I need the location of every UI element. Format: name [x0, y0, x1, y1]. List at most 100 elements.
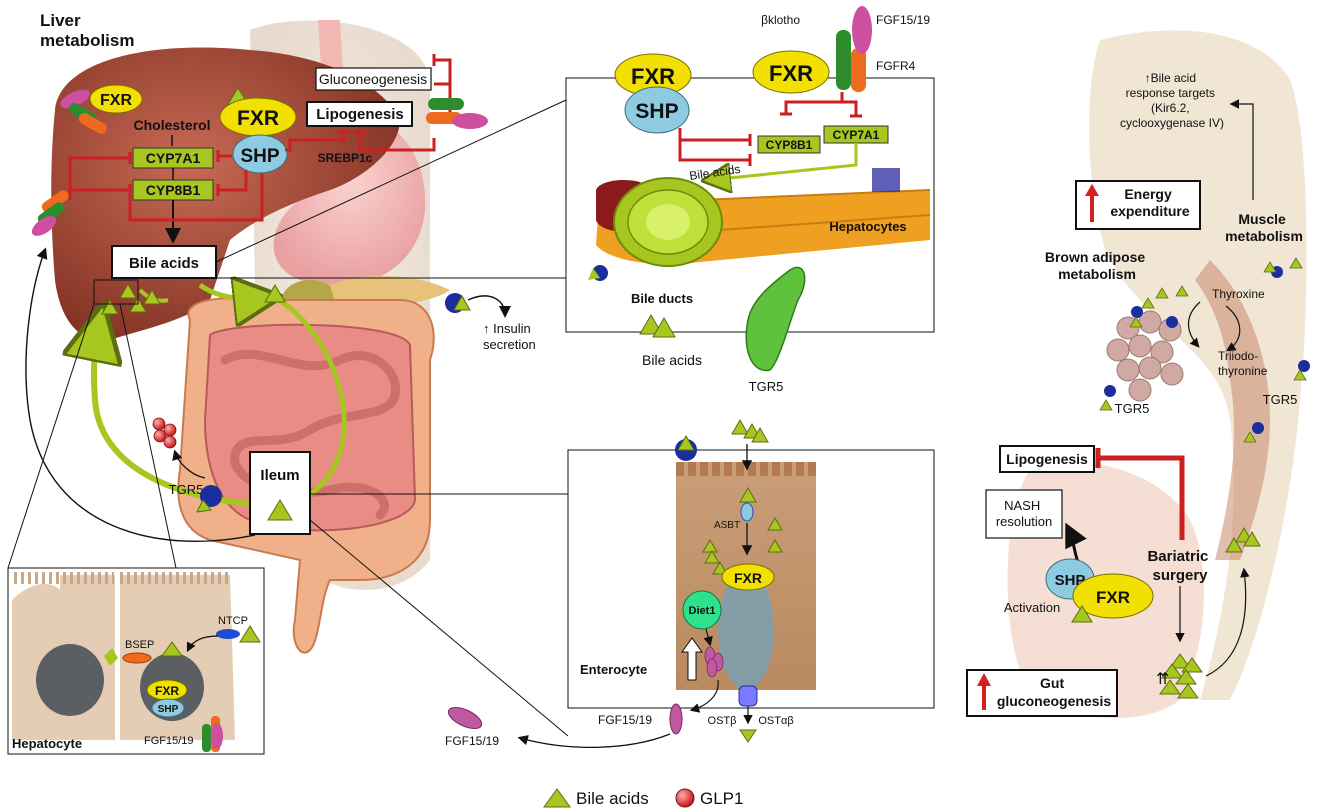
hepatocyte-label: Hepatocyte — [12, 736, 82, 751]
tgr5-label-muscle: TGR5 — [1263, 392, 1298, 407]
inset-fxr-right-label: FXR — [769, 61, 813, 86]
adipocyte-cluster — [1106, 310, 1184, 402]
ileum-label: Ileum — [260, 467, 299, 484]
energy-label: Energy expenditure — [1110, 186, 1190, 219]
ostab-label: OSTαβ — [758, 715, 793, 727]
hep-shp-oval — [151, 698, 185, 718]
right-bile-triangles — [1099, 257, 1307, 443]
zoom-lines — [7, 99, 569, 737]
energy-box — [1075, 180, 1201, 230]
inset-tgr5-receptor — [588, 265, 608, 281]
bsep-star — [104, 648, 118, 666]
lipogenesis-box — [306, 101, 413, 127]
bile-acids-box — [111, 245, 217, 279]
fgfr-receptor-liver — [426, 98, 488, 129]
fxr-label-topleft: FXR — [100, 92, 132, 109]
bsep-transporter — [122, 652, 152, 664]
ent-triangle-a — [739, 486, 757, 503]
legend-glp1-circle — [675, 788, 695, 808]
shp-oval-center — [232, 134, 288, 174]
bariatric-triangles — [1159, 526, 1261, 699]
gluconeogenesis-label: Gluconeogenesis — [319, 71, 427, 87]
cholesterol-label: Cholesterol — [133, 117, 210, 133]
ent-fxr-oval — [721, 563, 775, 591]
ent-tgr5-receptor — [675, 434, 697, 461]
inset-fxr-right — [752, 50, 830, 94]
inhibition-shp — [128, 150, 264, 222]
fxr-oval-topleft — [89, 84, 143, 114]
fxr-label-center: FXR — [237, 107, 279, 130]
glp1-cluster — [152, 417, 177, 449]
thyroxine-arrow — [1225, 305, 1241, 352]
fgf-label-top: FGF15/19 — [876, 13, 930, 27]
cyp8b1-label: CYP8B1 — [146, 182, 201, 198]
hep-fxr-label: FXR — [155, 684, 179, 698]
inset-cyp8b1-box — [757, 135, 821, 154]
gut-gluco-label: Gut gluconeogenesis — [997, 675, 1112, 709]
energy-up-arrow — [1085, 184, 1099, 222]
ent-fgf-blob — [669, 703, 683, 735]
bariatric-inhibition — [1098, 455, 1185, 540]
ostb-label: OSTβ — [708, 715, 737, 727]
bariatric-loop-arrow — [1205, 567, 1250, 677]
hep-fgf-label: FGF15/19 — [144, 735, 194, 747]
inset-inhibitions — [678, 92, 862, 166]
bsep-label: BSEP — [125, 639, 154, 651]
nash-label: NASH resolution — [996, 498, 1052, 529]
tgr5-receptor-ileum — [196, 485, 222, 513]
insulin-label: ↑ Insulin secretion — [483, 321, 536, 352]
bile-duct-tube — [613, 177, 723, 267]
ntcp-label: NTCP — [218, 615, 248, 627]
fgf-to-liver-arrow — [517, 733, 671, 749]
gluco-up-arrow — [977, 673, 991, 710]
secretion-arrow — [681, 637, 703, 681]
inset-bile-triangle-1 — [639, 314, 663, 335]
diet1-label: Diet1 — [689, 605, 716, 617]
fxr-receptor-topleft — [60, 89, 107, 134]
bariatric-label: Bariatric surgery — [1147, 548, 1212, 584]
inset-cyp8b1-label: CYP8B1 — [766, 138, 813, 152]
muscle-fibers — [1195, 260, 1270, 560]
legend-bile-acids-label: Bile acids — [576, 789, 649, 808]
liver-title: Liver metabolism — [40, 11, 134, 50]
inhibition-glucolipo — [285, 54, 452, 152]
bile-acid-targets-label: ↑Bile acid response targets (Kir6.2, cyc… — [1120, 71, 1224, 130]
tgr5-label-adipose: TGR5 — [1115, 401, 1150, 416]
fgf-outside-blob — [447, 706, 483, 730]
inset-fxr-left-label: FXR — [631, 64, 675, 89]
pancreas — [330, 275, 450, 306]
ntcp-arrow — [186, 635, 219, 653]
bklotho-label: βklotho — [761, 13, 800, 27]
bile-acids-below-label: Bile acids — [642, 352, 702, 368]
hep-shp-label: SHP — [158, 704, 179, 715]
fxr-receptor-leftmid — [31, 190, 69, 236]
muscle-label: Muscle metabolism — [1225, 211, 1303, 244]
bile-flow-gallbladder — [268, 292, 347, 503]
right-lipogenesis-label: Lipogenesis — [1006, 451, 1088, 467]
ost-transporter — [738, 685, 758, 707]
ileum-box — [249, 451, 311, 535]
diet1-circle — [682, 590, 722, 630]
activation-triangle — [1071, 605, 1093, 623]
inset-bile-acid-arrow — [710, 143, 858, 180]
right-lipogenesis-box — [999, 445, 1095, 473]
asbt-label: ASBT — [714, 520, 740, 531]
ntcp-bile-triangle — [239, 625, 261, 643]
inset-shp — [624, 86, 690, 134]
lipogenesis-label: Lipogenesis — [316, 106, 404, 123]
bile-ducts-label: Bile ducts — [631, 291, 693, 306]
fgf-granules — [704, 646, 724, 678]
bile-flow-to-gb — [198, 285, 268, 299]
small-intestine-folds — [220, 349, 400, 520]
ent-fxr-label: FXR — [734, 570, 762, 586]
nash-box — [985, 489, 1063, 539]
hep-fgf-receptor — [202, 716, 223, 752]
brown-adipose-label: Brown adipose metabolism — [1045, 249, 1149, 282]
right-fxr-oval — [1072, 573, 1154, 619]
fgfr4-label: FGFR4 — [876, 59, 916, 73]
inset-tgr5-label: TGR5 — [749, 379, 784, 394]
legend-glp1-label: GLP1 — [700, 789, 743, 808]
fgfr4-receptor — [836, 6, 872, 92]
portal-return-arrow — [25, 247, 256, 542]
